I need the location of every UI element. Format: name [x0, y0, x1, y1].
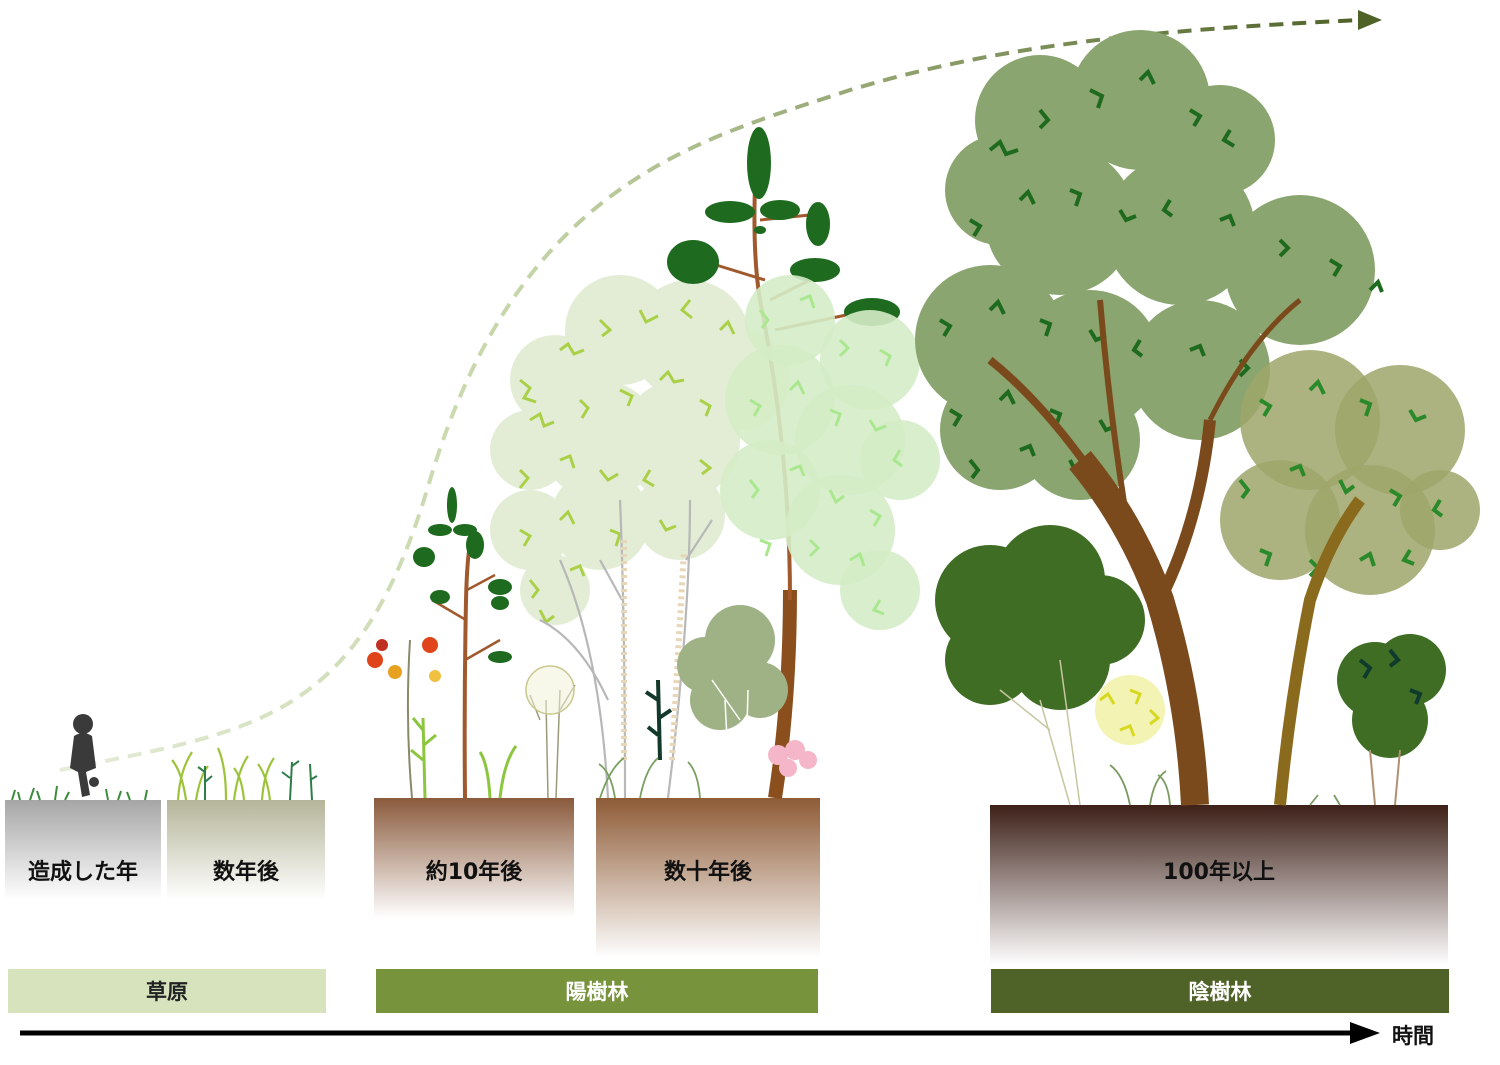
band-grassland: 草原: [8, 969, 326, 1013]
person-icon: [70, 714, 99, 797]
yellow-flower-shrub: [1095, 675, 1165, 745]
time-axis-label: 時間: [1392, 1020, 1434, 1050]
stage-label-5: 100年以上: [990, 854, 1448, 886]
stage-label-2: 数年後: [167, 854, 325, 886]
grasses-stage2: [172, 748, 274, 800]
climax-tree-crown-front: [1220, 350, 1480, 595]
stage-label-3: 約10年後: [374, 854, 574, 886]
understory-tree-stage5: [935, 525, 1145, 805]
band-shade-forest: 陰樹林: [991, 969, 1449, 1013]
time-axis-arrowhead: [1350, 1022, 1380, 1044]
weeds-stage2: [198, 761, 317, 800]
sun-tree-crown-right: [720, 275, 940, 630]
sapling-cluster-stage3: [526, 666, 575, 798]
band-sun-forest: 陽樹林: [376, 969, 818, 1013]
berry-shrub-stage3: [367, 637, 441, 798]
stage-label-1: 造成した年: [5, 854, 161, 886]
fern-stage4: [646, 680, 671, 760]
grass-stage4: [599, 758, 700, 798]
stage-label-4: 数十年後: [596, 854, 820, 886]
weeds-stage1: [12, 786, 147, 800]
grass-stage5: [1110, 765, 1340, 805]
growth-curve-arrowhead: [1358, 10, 1382, 30]
dark-shrub-stage5: [1337, 634, 1446, 805]
